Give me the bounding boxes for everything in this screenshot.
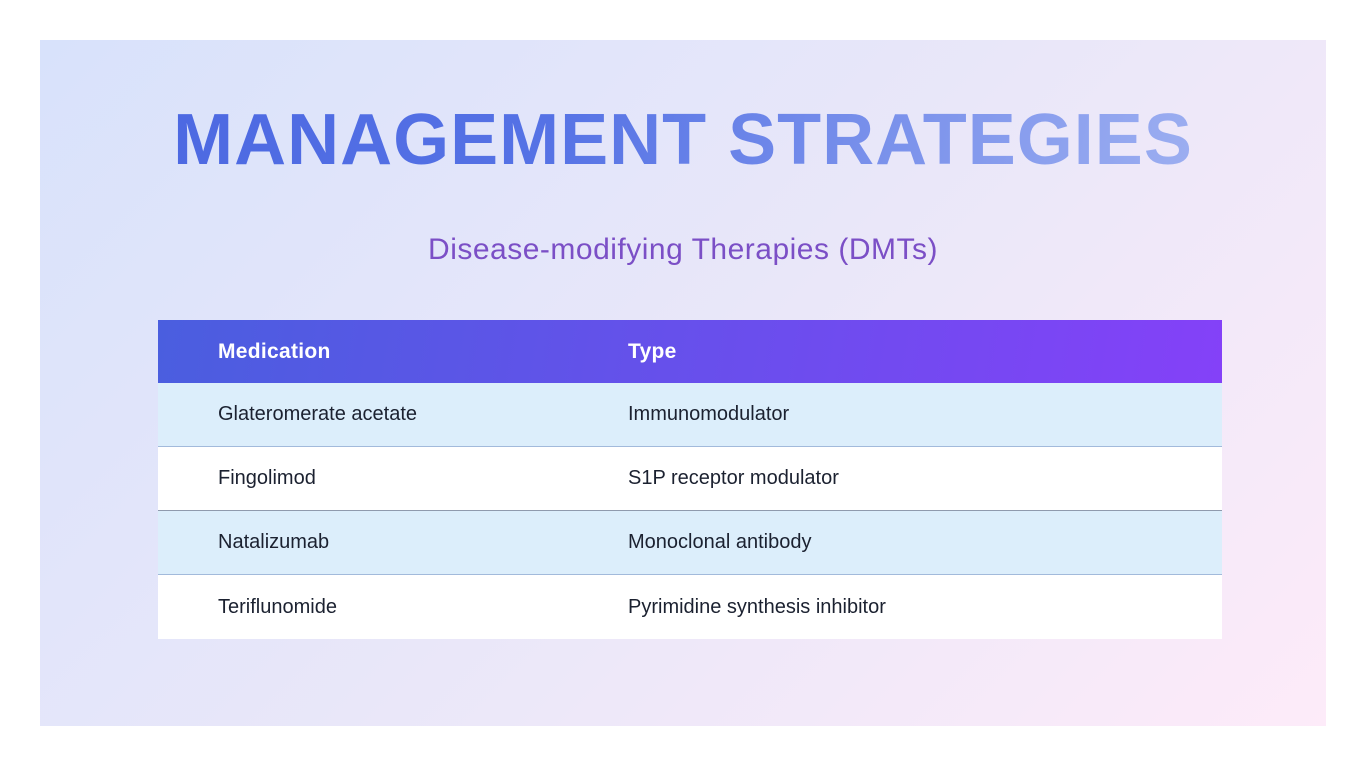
table-row: Natalizumab Monoclonal antibody — [158, 511, 1222, 575]
cell-medication: Fingolimod — [218, 467, 316, 489]
cell-medication: Teriflunomide — [218, 595, 337, 618]
cell-medication: Glateromerate acetate — [218, 403, 417, 425]
cell-type: Monoclonal antibody — [628, 531, 812, 553]
slide-subtitle: Disease-modifying Therapies (DMTs) — [428, 233, 938, 266]
slide-title: MANAGEMENT STRATEGIES — [0, 102, 1366, 179]
table-header-row: Medication Type — [158, 320, 1222, 383]
column-header-medication: Medication — [218, 339, 331, 363]
cell-type: Pyrimidine synthesis inhibitor — [628, 595, 886, 618]
column-header-type: Type — [628, 339, 677, 363]
dmt-table: Medication Type Glateromerate acetate Im… — [158, 320, 1222, 639]
table-row: Fingolimod S1P receptor modulator — [158, 447, 1222, 511]
cell-type: Immunomodulator — [628, 403, 790, 425]
table-row: Glateromerate acetate Immunomodulator — [158, 383, 1222, 447]
table-row: Teriflunomide Pyrimidine synthesis inhib… — [158, 575, 1222, 639]
cell-type: S1P receptor modulator — [628, 467, 839, 489]
cell-medication: Natalizumab — [218, 531, 330, 553]
